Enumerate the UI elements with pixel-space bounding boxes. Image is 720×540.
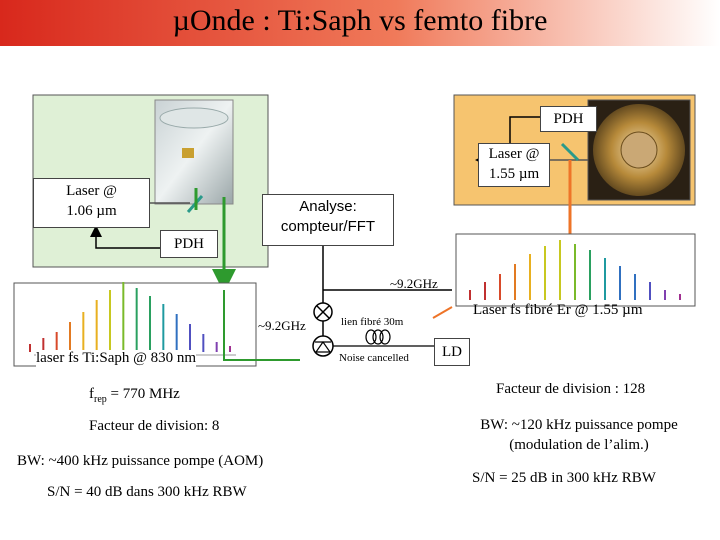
right-bw-spec: BW: ~120 kHz puissance pompe (modulation… [480,417,678,453]
ti-saph-photo-top [159,107,229,129]
title-bar [0,0,720,46]
frep-spec: frep = 770 MHz [89,386,180,405]
right-pdh-label: PDH [540,106,597,132]
noise-cancelled-label: Noise cancelled [339,352,409,364]
ti-saph-photo-label [182,148,194,158]
ti-saph-comb-lines [29,282,231,352]
right-lock-arrow [560,142,580,162]
freq-label-left: ~9.2GHz [258,318,306,333]
right-division-spec: Facteur de division : 128 [496,381,646,397]
right-sn-spec: S/N = 25 dB in 300 kHz RBW [472,470,656,486]
frep-prefix: f [89,386,94,402]
laser-1550-label: Laser @ 1.55 µm [478,143,550,187]
freq-label-top: ~9.2GHz [390,276,438,291]
fiber-spectrum-label: Laser fs fibré Er @ 1.55 µm [473,302,643,318]
fiber-laser-photo-center [620,131,658,169]
ld-box: LD [434,338,470,366]
laser-1064-label: Laser @ 1.06 µm [33,178,150,228]
fiber-comb-lines [469,240,681,300]
left-division-spec: Facteur de division: 8 [89,418,220,434]
frep-value: = 770 MHz [106,386,180,402]
left-bw-spec: BW: ~400 kHz puissance pompe (AOM) [17,453,264,469]
frep-sub: rep [94,394,107,405]
left-sn-spec: S/N = 40 dB dans 300 kHz RBW [47,484,247,500]
page-title: µOnde : Ti:Saph vs femto fibre [172,4,548,37]
left-pdh-label: PDH [160,230,218,258]
fiber-link-label: lien fibré 30m [341,316,404,328]
fiber-coil-icon [365,329,391,345]
left-feedback-arrow [90,225,160,249]
ti-saph-spectrum-label: laser fs Ti:Saph @ 830 nm [36,350,197,367]
photodetector-icon [312,335,334,357]
ld-input-link [432,306,453,319]
analysis-box: Analyse: compteur/FFT [262,194,394,246]
ti-saph-to-detector [223,290,300,361]
